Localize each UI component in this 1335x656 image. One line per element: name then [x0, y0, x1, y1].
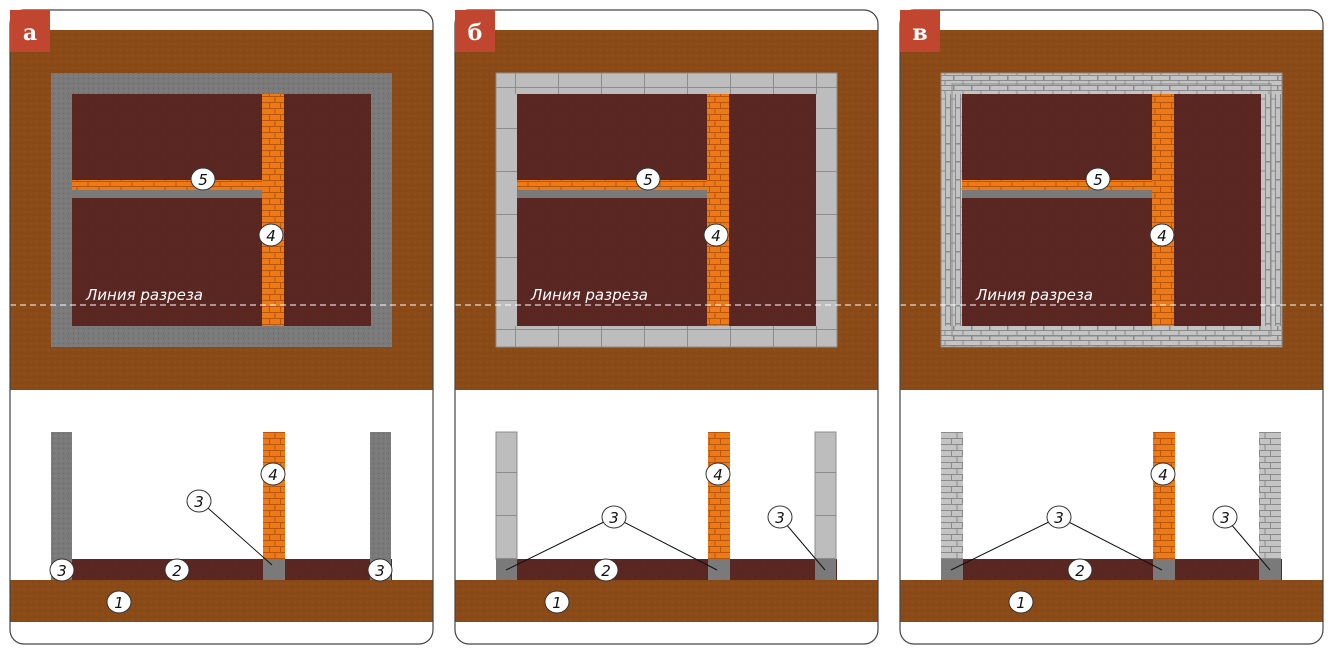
- callout-2: 2: [593, 558, 619, 582]
- floor-slab-section: [496, 559, 837, 580]
- soil-layer: [455, 580, 878, 622]
- interior-wall-5: [517, 180, 727, 190]
- leader-line: [505, 516, 615, 571]
- interior-floor: [962, 94, 1261, 326]
- leader-line: [613, 516, 718, 571]
- leader-line: [1058, 516, 1163, 571]
- panel-b-letter: б: [468, 20, 483, 46]
- floor-slab-section: [941, 559, 1282, 580]
- callout-3-right: 3: [367, 558, 393, 582]
- soil-layer: [900, 580, 1323, 622]
- left-wall-section: [941, 432, 963, 559]
- panel-b-border: [454, 9, 879, 645]
- callout-2: 2: [164, 558, 190, 582]
- callout-3-left: 3: [49, 558, 75, 582]
- callout-3-right: 3: [767, 505, 793, 529]
- svg-text:4: 4: [266, 227, 276, 245]
- callout-3-shared: 3: [1046, 505, 1072, 529]
- panel-c: Линия разреза в 5 4 4 3 3 2 1: [899, 9, 1324, 645]
- svg-text:3: 3: [57, 562, 67, 580]
- leader-line: [950, 516, 1060, 571]
- interior-floor: [72, 94, 371, 326]
- callout-5: 5: [1085, 167, 1111, 191]
- interior-foundation-section: [708, 559, 730, 580]
- callout-4: 4: [703, 223, 729, 247]
- svg-text:1: 1: [552, 594, 562, 612]
- soil-layer: [10, 580, 433, 622]
- callout-5: 5: [190, 167, 216, 191]
- svg-text:2: 2: [172, 562, 182, 580]
- right-wall-section: [370, 432, 391, 580]
- callout-4: 4: [1149, 223, 1175, 247]
- svg-text:4: 4: [711, 227, 721, 245]
- interior-wall-4: [262, 94, 284, 326]
- leader-line: [199, 500, 273, 566]
- svg-text:2: 2: [601, 562, 611, 580]
- callout-3-right: 3: [1212, 505, 1238, 529]
- interior-wall-section: [263, 432, 285, 559]
- svg-text:4: 4: [713, 466, 723, 484]
- callout-4: 4: [258, 223, 284, 247]
- svg-text:3: 3: [375, 562, 385, 580]
- left-wall-section: [496, 432, 517, 559]
- section-line-label: Линия разреза: [975, 286, 1093, 304]
- svg-text:3: 3: [194, 493, 204, 511]
- svg-text:1: 1: [114, 594, 124, 612]
- panel-b: Линия разреза б 5 4 4 3 3 2 1: [454, 9, 879, 645]
- svg-text:4: 4: [1158, 466, 1168, 484]
- svg-text:3: 3: [609, 509, 619, 527]
- foundation-under-partition: [962, 190, 1152, 198]
- interior-wall-section: [1153, 432, 1175, 559]
- foundation-under-partition: [517, 190, 707, 198]
- panel-a: Линия разреза а 5 4 4 3 3 3 2 1: [9, 9, 434, 645]
- section-line-label: Линия разреза: [530, 286, 648, 304]
- svg-text:4: 4: [268, 466, 278, 484]
- left-wall-section: [51, 432, 72, 580]
- panel-c-badge: [900, 10, 940, 52]
- panel-a-badge: [10, 10, 50, 52]
- callout-3-shared: 3: [601, 505, 627, 529]
- callout-4-section: 4: [1150, 462, 1176, 486]
- right-wall-section: [815, 432, 836, 559]
- interior-foundation-section: [1153, 559, 1175, 580]
- callout-1: 1: [1008, 590, 1034, 614]
- interior-floor: [517, 94, 816, 326]
- panel-b-badge: [455, 10, 495, 52]
- panel-c-border: [899, 9, 1324, 645]
- floor-slab-section: [51, 559, 392, 580]
- interior-foundation-section: [263, 559, 285, 580]
- svg-text:5: 5: [643, 171, 653, 189]
- svg-text:5: 5: [1093, 171, 1103, 189]
- callout-1: 1: [544, 590, 570, 614]
- outer-wall-top: [496, 73, 837, 94]
- interior-wall-5: [72, 180, 282, 190]
- svg-text:3: 3: [775, 509, 785, 527]
- outer-wall-right: [816, 94, 837, 326]
- interior-wall-5: [962, 180, 1172, 190]
- panel-c-letter: в: [912, 20, 927, 46]
- foundation-under-partition: [72, 190, 262, 198]
- svg-text:5: 5: [198, 171, 208, 189]
- outer-wall-bottom: [496, 326, 837, 347]
- callout-4-section: 4: [260, 462, 286, 486]
- callout-2: 2: [1067, 558, 1093, 582]
- right-wall-section: [1259, 432, 1281, 559]
- svg-text:3: 3: [1054, 509, 1064, 527]
- interior-wall-4: [1152, 94, 1174, 326]
- panel-a-letter: а: [23, 20, 37, 46]
- interior-wall-section: [708, 432, 730, 559]
- svg-text:2: 2: [1075, 562, 1085, 580]
- callout-3-leader: 3: [186, 489, 212, 513]
- callout-5: 5: [635, 167, 661, 191]
- section-line-label: Линия разреза: [85, 286, 203, 304]
- panel-a-border: [9, 9, 434, 645]
- callout-1: 1: [106, 590, 132, 614]
- outer-wall-left: [496, 94, 517, 326]
- callout-4-section: 4: [705, 462, 731, 486]
- svg-text:4: 4: [1157, 227, 1167, 245]
- interior-wall-4: [707, 94, 729, 326]
- svg-text:3: 3: [1220, 509, 1230, 527]
- svg-text:1: 1: [1016, 594, 1026, 612]
